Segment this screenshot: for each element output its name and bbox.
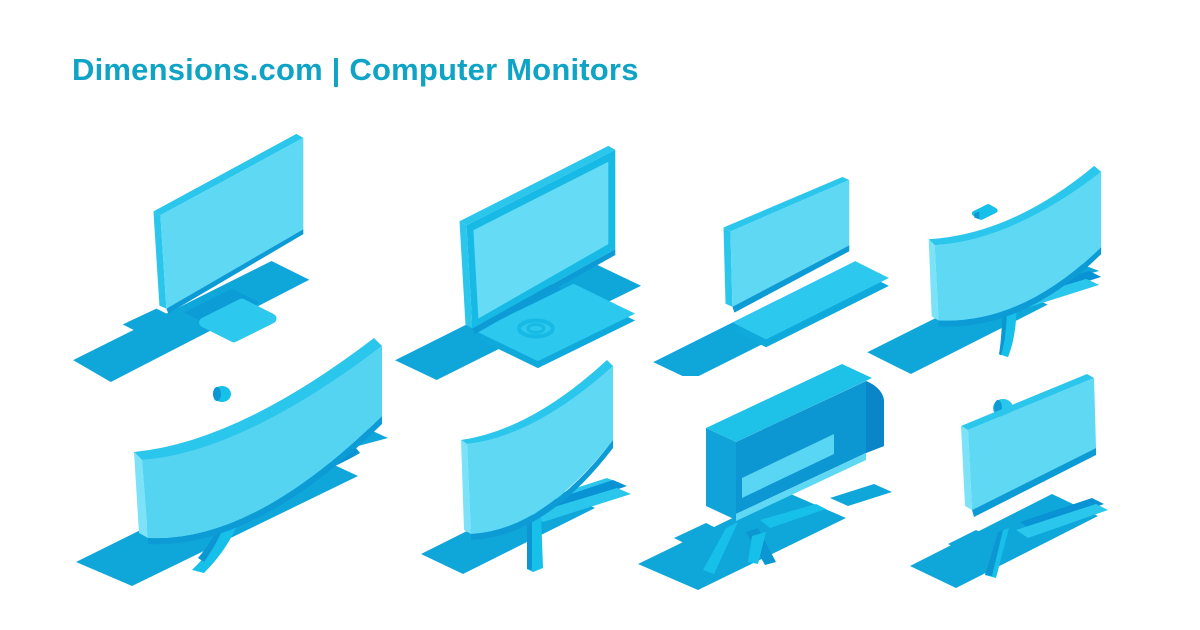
webcam-monitor-icon [910, 374, 1108, 588]
curved-monitor-icon [867, 165, 1102, 375]
monitor-illustration-curved-column [415, 352, 680, 582]
curved-column-monitor-icon [421, 360, 631, 574]
monitor-illustration-plate-base [384, 134, 664, 384]
monitor-illustration-ultrawide-curved [70, 324, 416, 586]
monitor-illustration-webcam [902, 372, 1168, 594]
monitor-back-view-icon [638, 364, 892, 590]
plate-base-monitor-icon [395, 145, 642, 381]
monitor-illustration-flat [64, 124, 364, 384]
bar-base-monitor-icon [653, 176, 889, 376]
page-title: Dimensions.com | Computer Monitors [72, 52, 639, 87]
monitor-illustration-bar-base [646, 176, 906, 376]
monitor-illustration-back-view [634, 350, 916, 592]
ultrawide-curved-icon [76, 338, 388, 586]
monitor-illustration-curved [862, 156, 1154, 376]
flat-monitor-icon [73, 133, 310, 383]
